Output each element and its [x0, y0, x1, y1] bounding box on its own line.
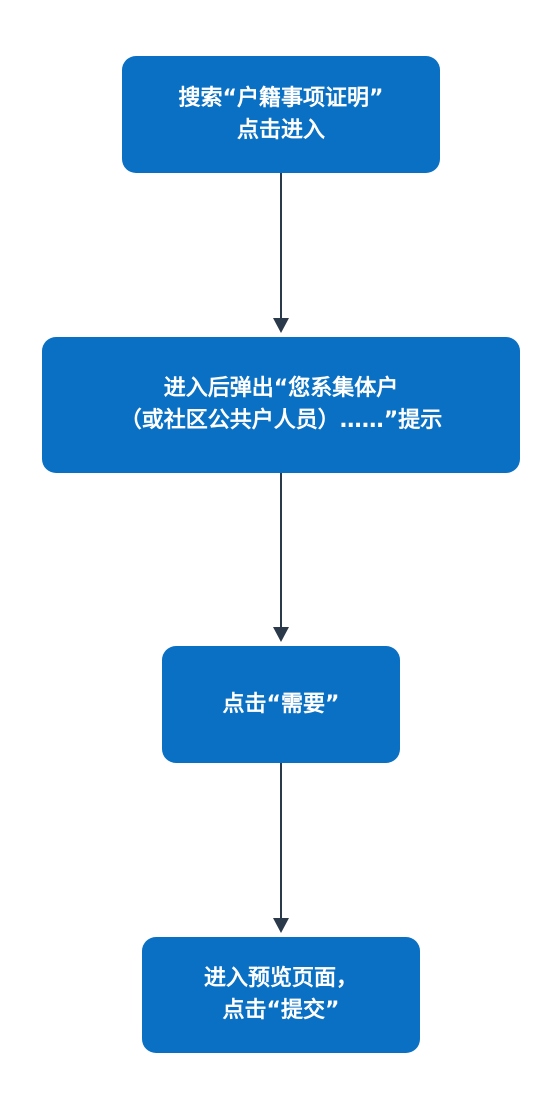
arrow-step2-to-step3 [273, 473, 289, 642]
step-label-line: 点击“需要” [222, 691, 340, 717]
step-label-line: 点击进入 [236, 117, 325, 143]
step-click-need: 点击“需要” [162, 646, 400, 763]
step-label-line: 点击“提交” [222, 998, 340, 1023]
step-label-line: 进入后弹出“您系集体户 [163, 376, 399, 401]
step-collective-household-prompt: 进入后弹出“您系集体户 （或社区公共户人员）……”提示 [42, 337, 520, 473]
arrow-step1-to-step2 [273, 173, 289, 333]
step-preview-submit: 进入预览页面， 点击“提交” [142, 937, 420, 1053]
step-label-line: 搜索“户籍事项证明” [178, 85, 384, 111]
step-label-line: 进入预览页面， [203, 966, 358, 991]
arrow-step3-to-step4 [273, 763, 289, 933]
step-label-line: （或社区公共户人员）……”提示 [119, 408, 443, 433]
step-search-certificate: 搜索“户籍事项证明” 点击进入 [122, 56, 440, 173]
